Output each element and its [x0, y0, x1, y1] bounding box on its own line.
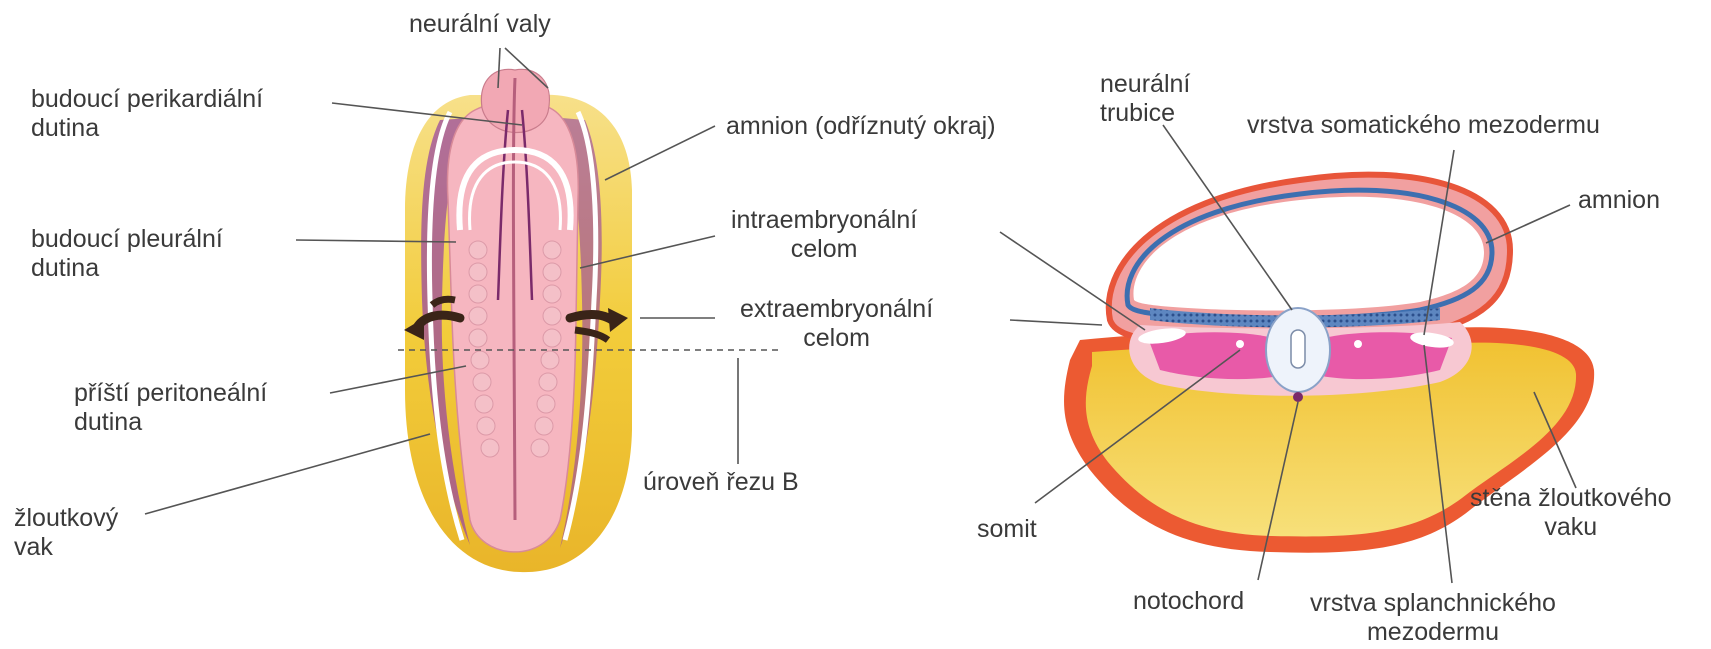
label-extraembryonic-coelom: extraembryonální celom: [740, 295, 933, 353]
label-future-pericardial: budoucí perikardiální dutina: [31, 85, 263, 143]
label-future-pleural: budoucí pleurální dutina: [31, 225, 223, 283]
leader-coelom-extra: [1010, 320, 1102, 325]
label-neural-folds: neurální valy: [409, 10, 551, 39]
neural-canal: [1291, 330, 1305, 368]
label-notochord: notochord: [1133, 587, 1244, 616]
label-neural-tube: neurální trubice: [1100, 70, 1190, 128]
label-splanchnic-mesoderm: vrstva splanchnického mezodermu: [1310, 589, 1556, 647]
somite-dot-right: [1354, 340, 1362, 348]
label-somite: somit: [977, 515, 1037, 544]
label-somatic-mesoderm: vrstva somatického mezodermu: [1247, 111, 1600, 140]
label-amnion-cut-edge: amnion (odříznutý okraj): [726, 112, 996, 141]
label-future-peritoneal: příští peritoneální dutina: [74, 379, 267, 437]
leader-yolk-sac: [145, 434, 430, 514]
notochord-dot: [1293, 392, 1303, 402]
label-amnion: amnion: [1578, 186, 1660, 215]
label-intraembryonic-coelom: intraembryonální celom: [731, 206, 917, 264]
neural-groove: [513, 78, 515, 520]
label-section-level: úroveň řezu B: [643, 468, 799, 497]
somite-dot-left: [1236, 340, 1244, 348]
label-yolk-sac-wall: stěna žloutkového vaku: [1470, 484, 1672, 542]
label-yolk-sac: žloutkový vak: [14, 504, 118, 562]
